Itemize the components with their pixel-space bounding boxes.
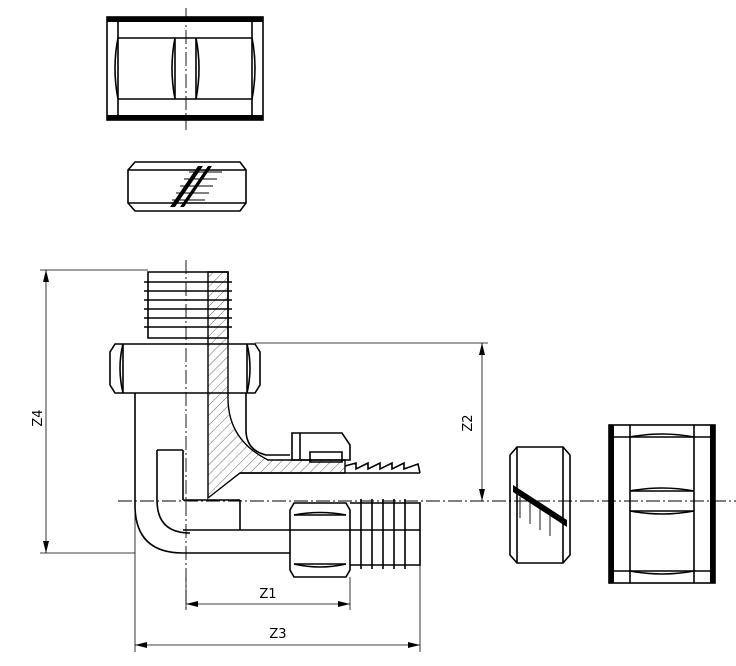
elbow-fitting-body (109, 260, 736, 610)
split-ring-top (127, 161, 247, 212)
dimension-z4: Z4 (31, 269, 148, 554)
union-nut-right (608, 424, 716, 584)
z4-label: Z4 (31, 409, 46, 426)
union-nut-top (106, 8, 264, 130)
dimension-z3: Z3 (134, 505, 421, 652)
dimension-z1: Z1 (185, 577, 351, 610)
z2-label: Z2 (461, 414, 476, 431)
spigot-ribs-horizontal (360, 499, 406, 569)
z1-label: Z1 (259, 587, 276, 602)
split-ring-right (509, 446, 571, 564)
z3-label: Z3 (269, 627, 286, 642)
dimension-z2: Z2 (255, 342, 488, 501)
